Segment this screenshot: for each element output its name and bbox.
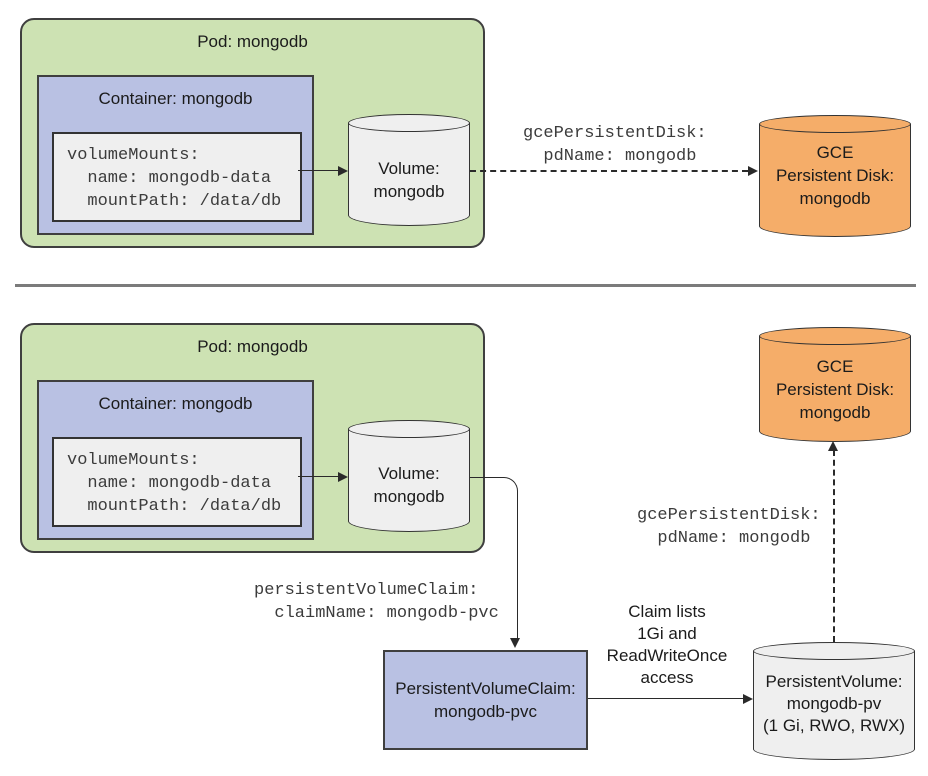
cylinder-body	[759, 124, 911, 237]
claim-note: Claim lists 1Gi and ReadWriteOnce access	[606, 602, 728, 687]
gce-disk-label-bottom: GCE Persistent Disk: mongodb	[775, 357, 895, 422]
pod-title-top: Pod: mongodb	[197, 32, 308, 51]
volume-label-top: Volume: mongodb	[373, 159, 445, 201]
container-title-bottom: Container: mongodb	[98, 394, 253, 413]
pvc-to-pv-line	[588, 698, 743, 699]
container-box-bottom: Container: mongodb volumeMounts: name: m…	[37, 380, 314, 540]
pv-to-gce-arrowhead	[828, 441, 838, 451]
pvc-to-pv-arrowhead	[743, 694, 753, 704]
volume-to-pvc-elbow-line	[470, 477, 518, 641]
gce-disk-label-top: GCE Persistent Disk: mongodb	[775, 143, 895, 208]
persistent-volume-claim-link-label: persistentVolumeClaim: claimName: mongod…	[254, 581, 499, 623]
pod-box-bottom: Pod: mongodb Container: mongodb volumeMo…	[20, 323, 485, 553]
cylinder-body	[348, 123, 470, 226]
volume-mounts-box-bottom: volumeMounts: name: mongodb-data mountPa…	[52, 437, 302, 527]
container-to-volume-line-bottom	[298, 476, 339, 477]
container-title-top: Container: mongodb	[98, 89, 253, 108]
gce-disk-cylinder-bottom: GCE Persistent Disk: mongodb	[759, 327, 911, 442]
cylinder-top-ellipse	[759, 327, 911, 345]
gce-persistent-disk-link-label-top: gcePersistentDisk: pdName: mongodb	[523, 124, 707, 166]
cylinder-body	[759, 336, 911, 442]
cylinder-body	[348, 429, 470, 532]
gce-persistent-disk-link-label-bottom: gcePersistentDisk: pdName: mongodb	[637, 506, 821, 548]
persistent-volume-cylinder: PersistentVolume: mongodb-pv (1 Gi, RWO,…	[753, 642, 915, 760]
cylinder-top-ellipse	[348, 114, 470, 132]
volume-cylinder-top: Volume: mongodb	[348, 114, 470, 226]
cylinder-top-ellipse	[753, 642, 915, 660]
pod-title-bottom: Pod: mongodb	[197, 337, 308, 356]
pv-to-gce-dashed-line	[833, 450, 835, 642]
cylinder-body	[753, 651, 915, 760]
section-divider	[15, 284, 916, 287]
volume-mounts-code-top: volumeMounts: name: mongodb-data mountPa…	[67, 146, 282, 211]
pvc-box: PersistentVolumeClaim: mongodb-pvc	[383, 650, 588, 750]
volume-to-pvc-arrowhead	[510, 638, 520, 648]
persistent-volume-label: PersistentVolume: mongodb-pv (1 Gi, RWO,…	[763, 672, 905, 735]
container-to-volume-arrowhead-bottom	[338, 472, 348, 482]
gce-disk-cylinder-top: GCE Persistent Disk: mongodb	[759, 115, 911, 237]
container-to-volume-arrowhead-top	[338, 166, 348, 176]
container-box-top: Container: mongodb volumeMounts: name: m…	[37, 75, 314, 235]
volume-to-gce-dashed-line	[470, 170, 748, 172]
container-to-volume-line-top	[298, 170, 339, 171]
volume-mounts-box-top: volumeMounts: name: mongodb-data mountPa…	[52, 132, 302, 222]
volume-to-gce-arrowhead	[748, 166, 758, 176]
volume-mounts-code-bottom: volumeMounts: name: mongodb-data mountPa…	[67, 451, 282, 516]
cylinder-top-ellipse	[348, 420, 470, 438]
volume-label-bottom: Volume: mongodb	[373, 464, 445, 506]
cylinder-top-ellipse	[759, 115, 911, 133]
volume-cylinder-bottom: Volume: mongodb	[348, 420, 470, 532]
